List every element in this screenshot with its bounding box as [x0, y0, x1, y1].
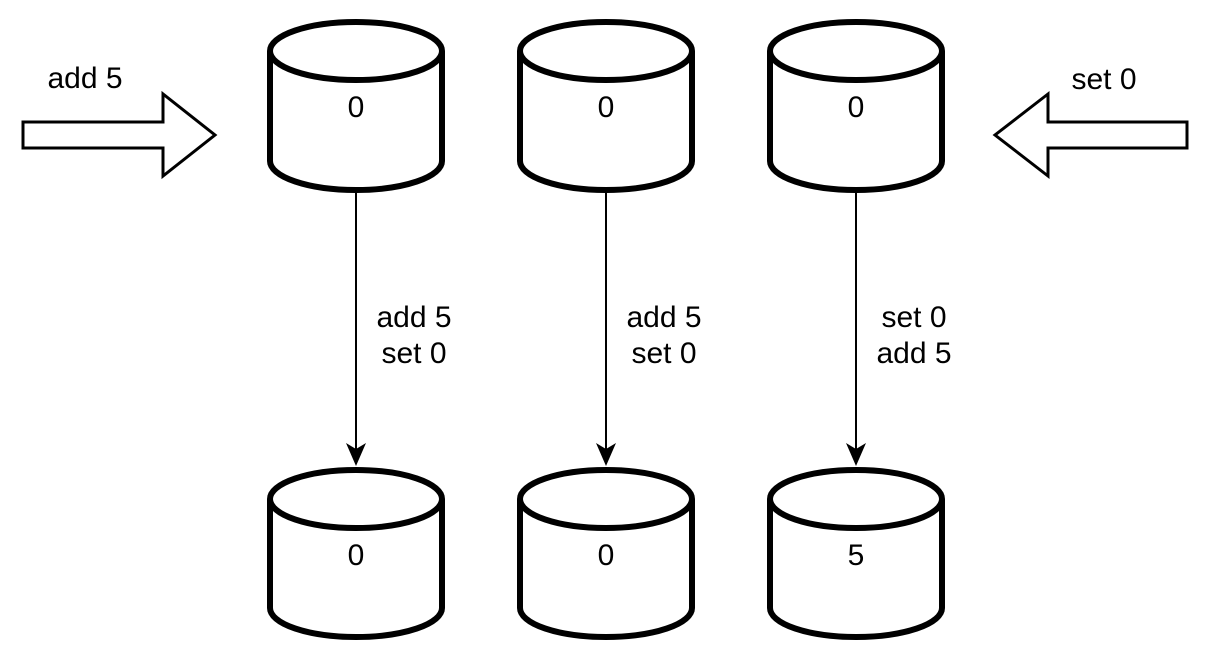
operation-order-line2: set 0 — [381, 337, 446, 370]
database-cylinder-top-icon — [767, 467, 945, 531]
final-value: 0 — [598, 539, 615, 572]
operation-order-line1: add 5 — [626, 301, 701, 334]
arrowhead-down-icon — [596, 443, 616, 466]
final-value: 0 — [348, 539, 365, 572]
database-cylinder-top-icon — [767, 19, 945, 83]
incoming-operation-left: add 5 — [21, 62, 218, 180]
database-cylinder-icon — [767, 499, 945, 640]
operation-order-line2: set 0 — [631, 337, 696, 370]
replica-column-2: 0 add 5 set 0 0 — [517, 19, 702, 640]
incoming-left-label: add 5 — [47, 62, 122, 95]
operation-arrow-1: add 5 set 0 — [346, 191, 452, 466]
database-cylinder-top-icon — [267, 19, 445, 83]
operation-order-line1: set 0 — [881, 301, 946, 334]
replica-column-1: 0 add 5 set 0 0 — [267, 19, 452, 640]
block-arrow-left-icon — [992, 90, 1189, 180]
initial-value: 0 — [848, 91, 865, 124]
database-cylinder-top-icon — [517, 19, 695, 83]
database-cylinder-top-icon — [517, 467, 695, 531]
database-final-1: 0 — [267, 467, 445, 640]
operation-arrow-3: set 0 add 5 — [846, 191, 952, 466]
database-initial-3: 0 — [767, 19, 945, 193]
operation-order-line1: add 5 — [376, 301, 451, 334]
database-cylinder-icon — [267, 51, 445, 193]
initial-value: 0 — [348, 91, 365, 124]
database-cylinder-icon — [767, 51, 945, 193]
incoming-right-label: set 0 — [1071, 63, 1136, 96]
initial-value: 0 — [598, 91, 615, 124]
database-final-3: 5 — [767, 467, 945, 640]
arrowhead-down-icon — [846, 443, 866, 466]
database-cylinder-icon — [517, 51, 695, 193]
block-arrow-right-icon — [21, 90, 218, 180]
database-cylinder-top-icon — [267, 467, 445, 531]
operation-arrow-2: add 5 set 0 — [596, 191, 702, 466]
database-final-2: 0 — [517, 467, 695, 640]
replica-column-3: 0 set 0 add 5 5 — [767, 19, 952, 640]
database-initial-1: 0 — [267, 19, 445, 193]
database-cylinder-icon — [517, 499, 695, 640]
incoming-operation-right: set 0 — [992, 63, 1189, 180]
database-cylinder-icon — [267, 499, 445, 640]
operation-order-line2: add 5 — [876, 337, 951, 370]
final-value: 5 — [848, 539, 865, 572]
database-initial-2: 0 — [517, 19, 695, 193]
arrowhead-down-icon — [346, 443, 366, 466]
